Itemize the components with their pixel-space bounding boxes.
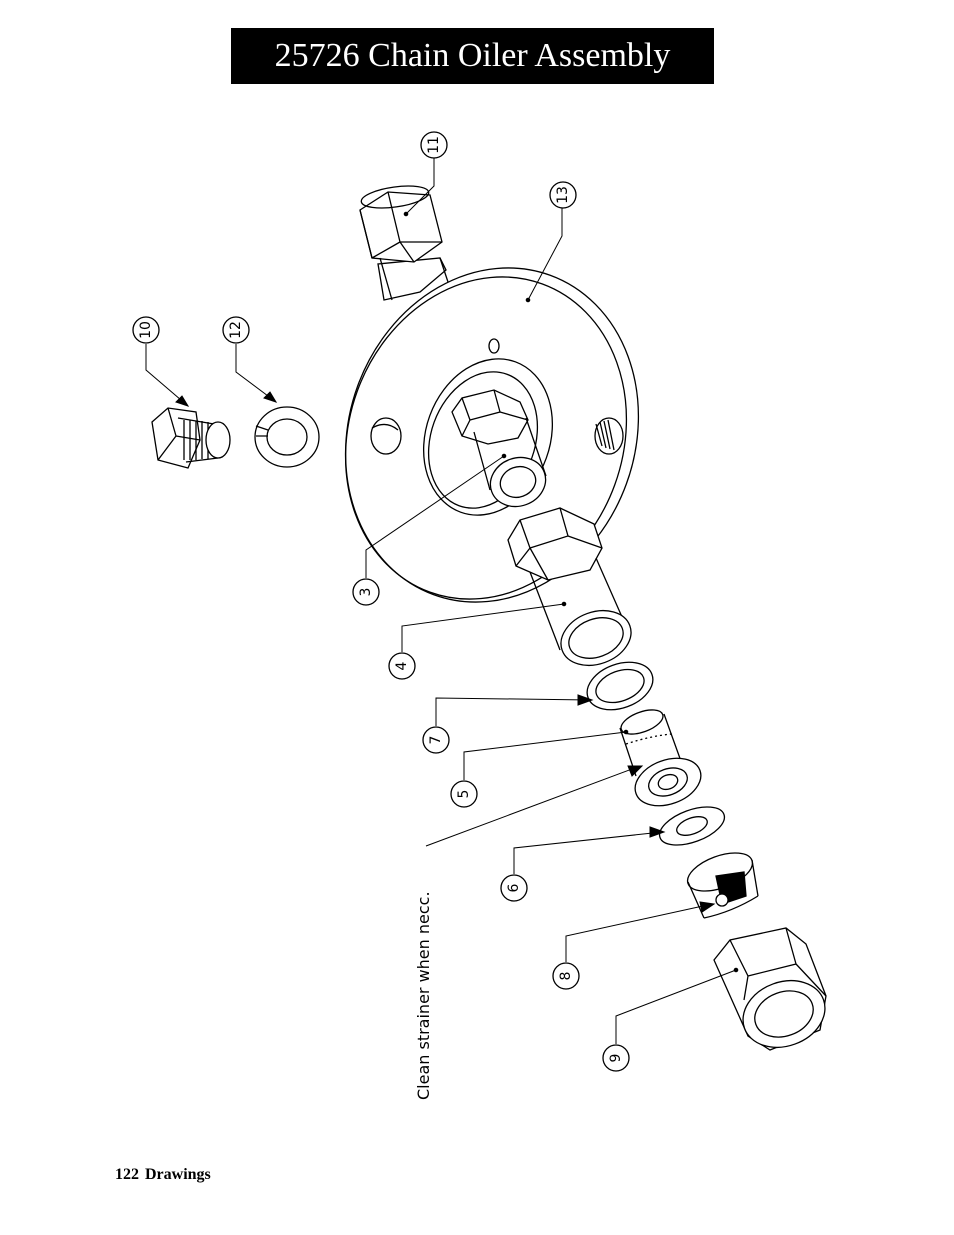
callout-8: 8 <box>552 962 580 990</box>
part-12-lock-washer <box>254 406 320 468</box>
page-number: 122 <box>115 1166 139 1183</box>
strainer-note: Clean strainer when necc. <box>414 891 433 1100</box>
part-8-valve-insert <box>686 852 759 919</box>
callout-4: 4 <box>388 652 416 680</box>
part-7-washer <box>586 661 654 711</box>
part-10-hex-plug <box>151 407 231 469</box>
part-11-top-fitting <box>359 185 449 301</box>
page-title: 25726 Chain Oiler Assembly <box>274 37 671 74</box>
callout-label-3: 3 <box>358 588 374 597</box>
callout-label-11: 11 <box>426 136 442 154</box>
callout-13: 13 <box>549 181 577 209</box>
callout-label-8: 8 <box>558 972 574 981</box>
page-footer: 122 Drawings <box>115 1166 217 1184</box>
callout-5: 5 <box>450 780 478 808</box>
callout-label-10: 10 <box>138 321 154 339</box>
part-5-strainer <box>619 709 702 807</box>
callout-7: 7 <box>422 726 450 754</box>
part-9-hex-nut <box>713 927 827 1051</box>
callout-label-4: 4 <box>394 661 410 670</box>
callout-12: 12 <box>222 316 250 344</box>
callout-label-7: 7 <box>428 736 444 745</box>
callout-10: 10 <box>132 316 160 344</box>
callout-label-9: 9 <box>608 1054 624 1063</box>
callout-9: 9 <box>602 1044 630 1072</box>
part-6-washer <box>658 806 726 846</box>
part-4-coupling <box>507 507 632 667</box>
callout-label-5: 5 <box>456 790 472 799</box>
title-bar: 25726 Chain Oiler Assembly <box>231 28 714 84</box>
leader-lines <box>145 158 739 1044</box>
part-3-nipple-fitting <box>451 389 547 508</box>
callout-label-12: 12 <box>228 321 244 339</box>
callout-3: 3 <box>352 578 380 606</box>
section-name: Drawings <box>145 1166 211 1183</box>
callout-6: 6 <box>500 874 528 902</box>
callout-label-6: 6 <box>506 883 522 892</box>
callout-11: 11 <box>420 131 448 159</box>
callout-label-13: 13 <box>555 186 571 204</box>
